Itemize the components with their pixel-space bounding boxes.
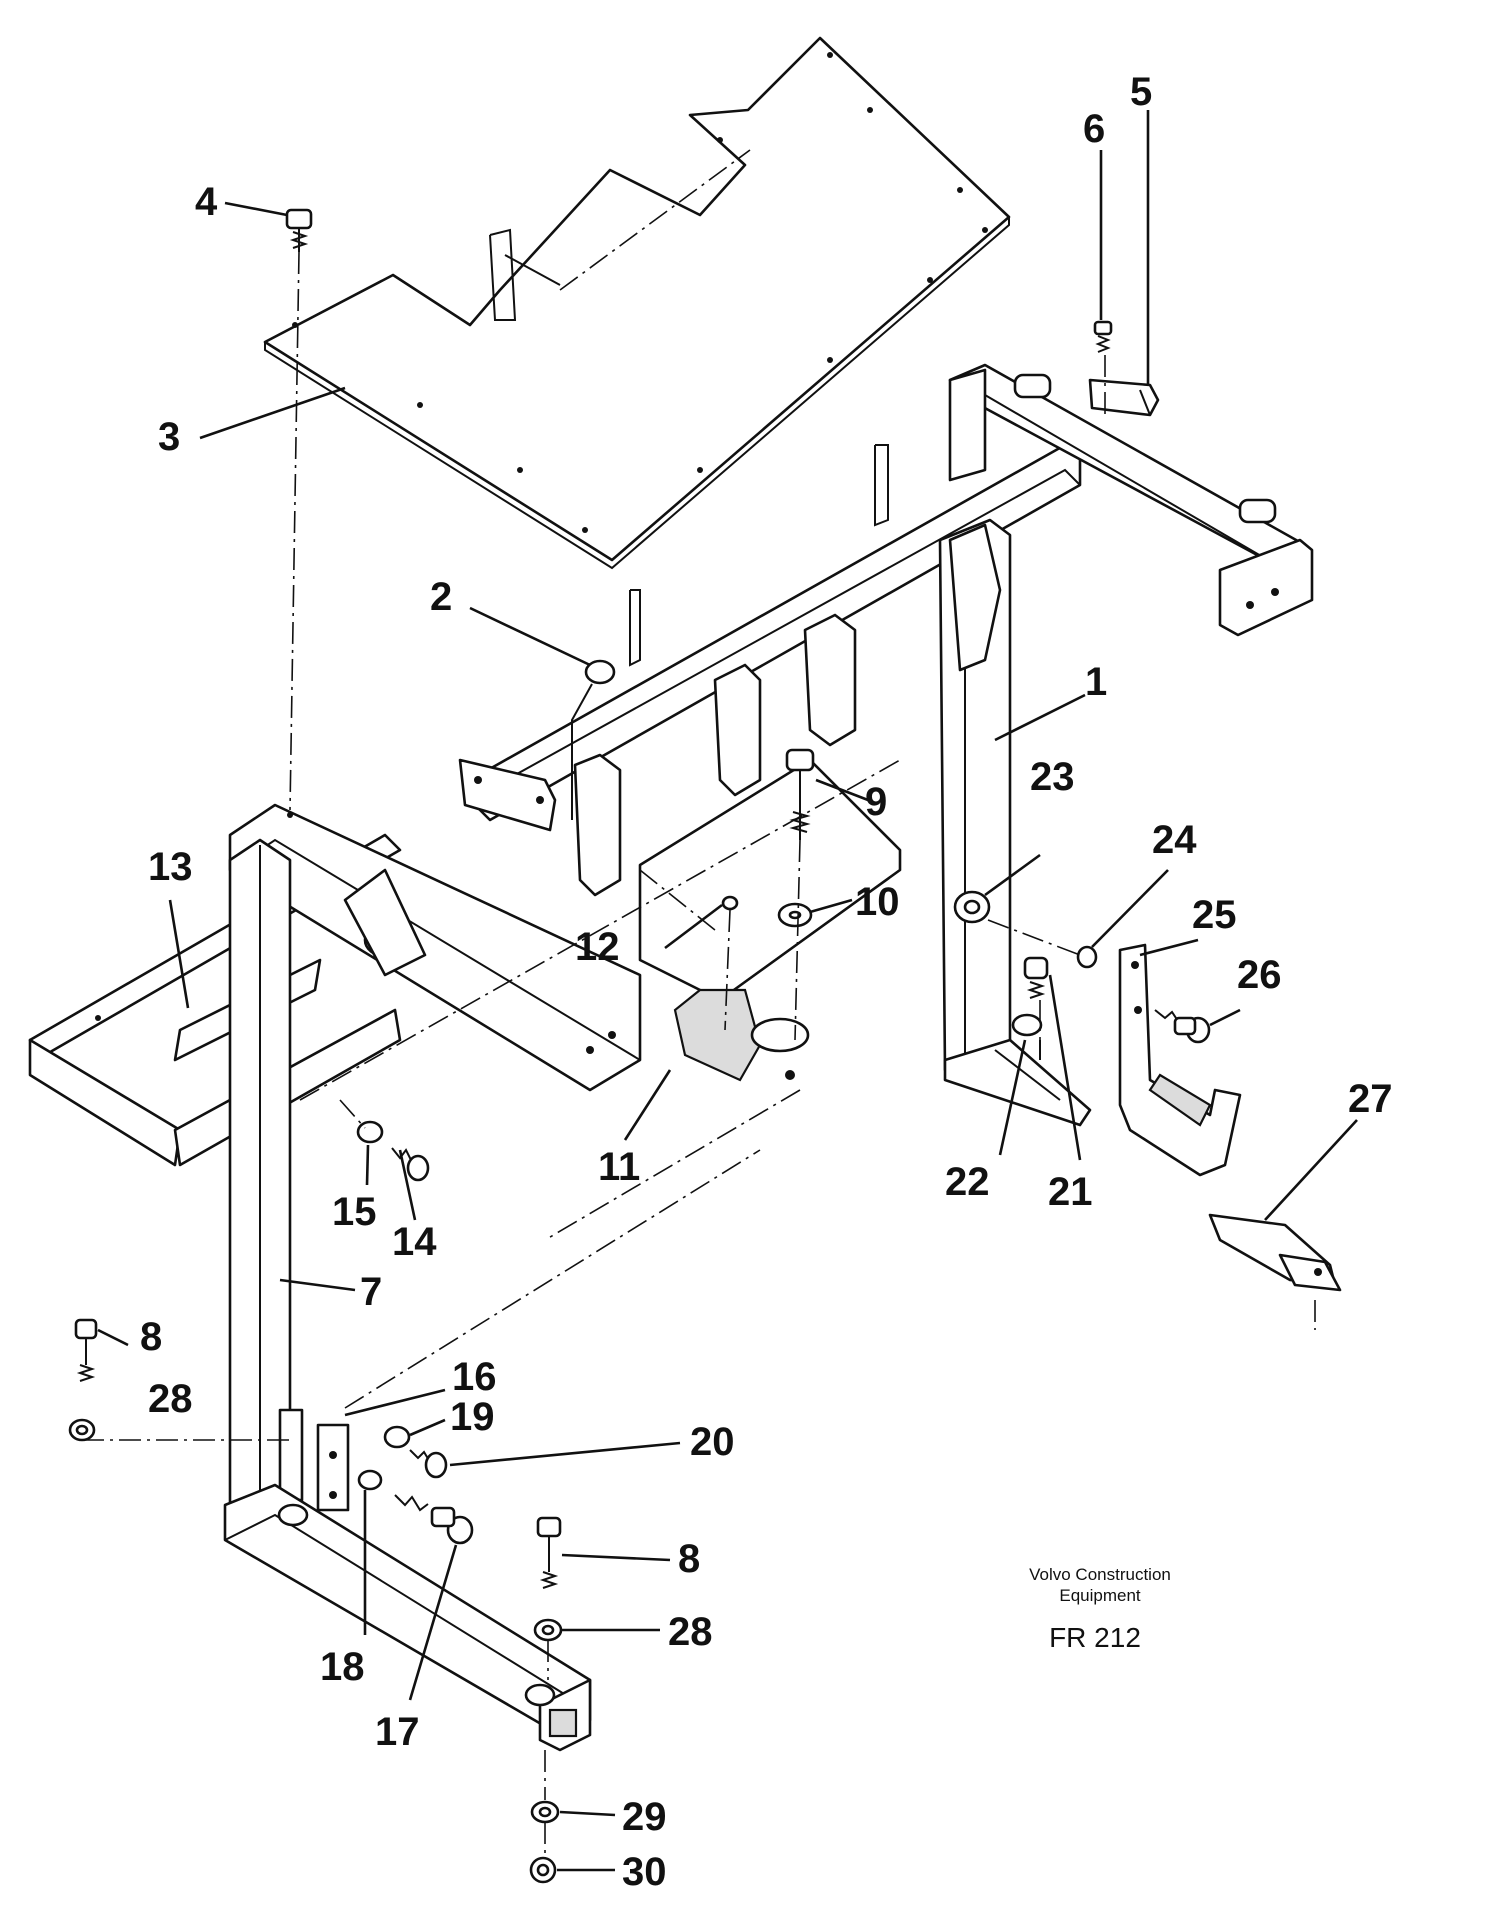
- washer-10: [777, 902, 813, 928]
- label-21: 21: [1048, 1170, 1093, 1214]
- label-22: 22: [945, 1160, 990, 1204]
- figure-code: FR 212: [1049, 1622, 1141, 1653]
- label-5: 5: [1130, 70, 1152, 114]
- washer-19: [383, 1425, 411, 1449]
- bolt-9: [785, 748, 815, 840]
- washer-29: [530, 1800, 560, 1824]
- label-6: 6: [1083, 107, 1105, 151]
- label-19: 19: [450, 1395, 495, 1439]
- screw-8-left: [74, 1318, 98, 1382]
- label-23: 23: [1030, 755, 1075, 799]
- label-24: 24: [1152, 818, 1197, 862]
- label-7: 7: [360, 1270, 382, 1314]
- bolt-26: [1154, 1009, 1211, 1044]
- label-15: 15: [332, 1190, 377, 1234]
- brand-line-2: Equipment: [1059, 1586, 1141, 1605]
- bolt-20: [409, 1449, 448, 1479]
- label-1: 1: [1085, 660, 1107, 704]
- bolt-17: [394, 1494, 474, 1545]
- clamp-25: [1118, 943, 1242, 1177]
- left-frame-7: [223, 803, 642, 1752]
- label-14: 14: [392, 1220, 437, 1264]
- label-8-left: 8: [140, 1315, 162, 1359]
- label-25: 25: [1192, 893, 1237, 937]
- brand-line-1: Volvo Construction: [1029, 1565, 1171, 1584]
- label-20: 20: [690, 1420, 735, 1464]
- bolt-14: [391, 1147, 430, 1182]
- label-11: 11: [598, 1145, 640, 1189]
- cover-plate-3: [263, 36, 1011, 570]
- label-2: 2: [430, 575, 452, 619]
- screw-8-right: [536, 1516, 562, 1589]
- label-13: 13: [148, 845, 193, 889]
- caption-block: Volvo Construction Equipment FR 212: [1029, 1565, 1171, 1653]
- mount-11: [638, 758, 902, 1082]
- washer-15: [356, 1120, 384, 1144]
- label-8-right: 8: [678, 1537, 700, 1581]
- label-28-left: 28: [148, 1377, 193, 1421]
- nut-30: [529, 1856, 557, 1884]
- washer-24: [1076, 945, 1098, 969]
- label-26: 26: [1237, 953, 1282, 997]
- washer-28-left: [68, 1418, 96, 1442]
- label-30: 30: [622, 1850, 667, 1894]
- screw-6: [1093, 320, 1113, 353]
- main-frame-1: [458, 363, 1314, 1127]
- label-3: 3: [158, 415, 180, 459]
- nut-23: [953, 890, 991, 924]
- stud-2: [571, 659, 616, 820]
- label-18: 18: [320, 1645, 365, 1689]
- label-9: 9: [865, 780, 887, 824]
- label-16: 16: [452, 1355, 497, 1399]
- label-29: 29: [622, 1795, 667, 1839]
- label-12: 12: [575, 925, 620, 969]
- bracket-5: [1088, 378, 1160, 417]
- label-4: 4: [195, 180, 218, 224]
- screw-12: [721, 895, 739, 911]
- label-28-right: 28: [668, 1610, 713, 1654]
- washer-28-right: [533, 1618, 563, 1642]
- leader-lines: [97, 110, 1358, 1872]
- washer-18: [357, 1469, 383, 1491]
- screw-4: [285, 208, 313, 252]
- washer-22: [1011, 1013, 1043, 1060]
- plate-27: [1208, 1213, 1342, 1292]
- bolt-21: [1023, 956, 1049, 999]
- callout-labels: 1 2 3 4 5 6 7 8 9 10 11 12 13 14 15 16 1…: [140, 70, 1393, 1894]
- label-27: 27: [1348, 1077, 1393, 1121]
- label-10: 10: [855, 880, 900, 924]
- label-17: 17: [375, 1710, 420, 1754]
- center-lines: [82, 149, 1316, 1858]
